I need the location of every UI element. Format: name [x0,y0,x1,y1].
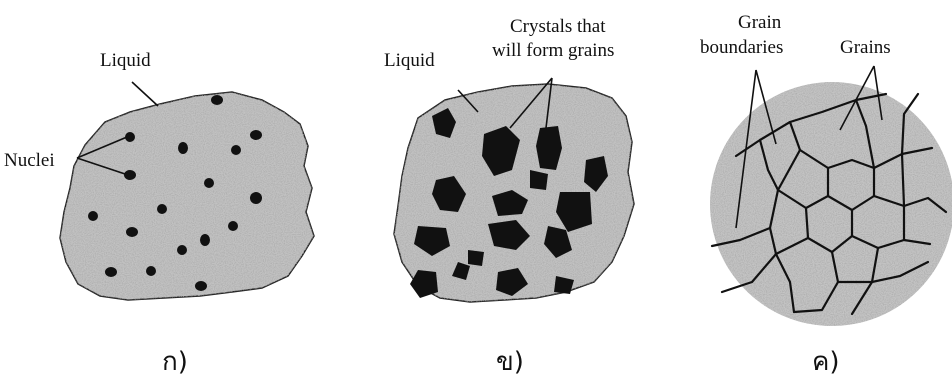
label-grains: Grains [840,37,891,58]
caption-b: ข) [496,347,524,376]
crystal [468,250,484,266]
label-grain-line1: Grain [738,12,782,33]
label-crystals-line1: Crystals that [510,16,606,37]
nucleus [228,221,238,231]
label-liquid-a: Liquid [100,50,151,71]
nucleus [177,245,187,255]
nucleus [204,178,214,188]
label-liquid-b: Liquid [384,50,435,71]
caption-a: ก) [162,347,188,376]
nucleus [231,145,241,155]
nucleus [250,192,262,204]
leader-liquid-a [132,82,158,106]
label-crystals-line2: will form grains [492,40,614,61]
nucleus [200,234,210,246]
panel-b: Liquid Crystals that will form grains ข) [384,16,634,376]
nucleus [157,204,167,214]
nucleus [88,211,98,221]
panel-c: Grain boundaries Grains ค) [700,12,952,376]
nucleus [211,95,223,105]
nucleus [146,266,156,276]
nucleus [126,227,138,237]
label-grain-line2: boundaries [700,37,783,58]
nucleus [250,130,262,140]
nucleus [105,267,117,277]
label-nuclei: Nuclei [4,150,55,171]
panel-a: Liquid Nuclei ก) [4,50,314,376]
caption-c: ค) [812,347,840,376]
nucleus [178,142,188,154]
nucleus [195,281,207,291]
